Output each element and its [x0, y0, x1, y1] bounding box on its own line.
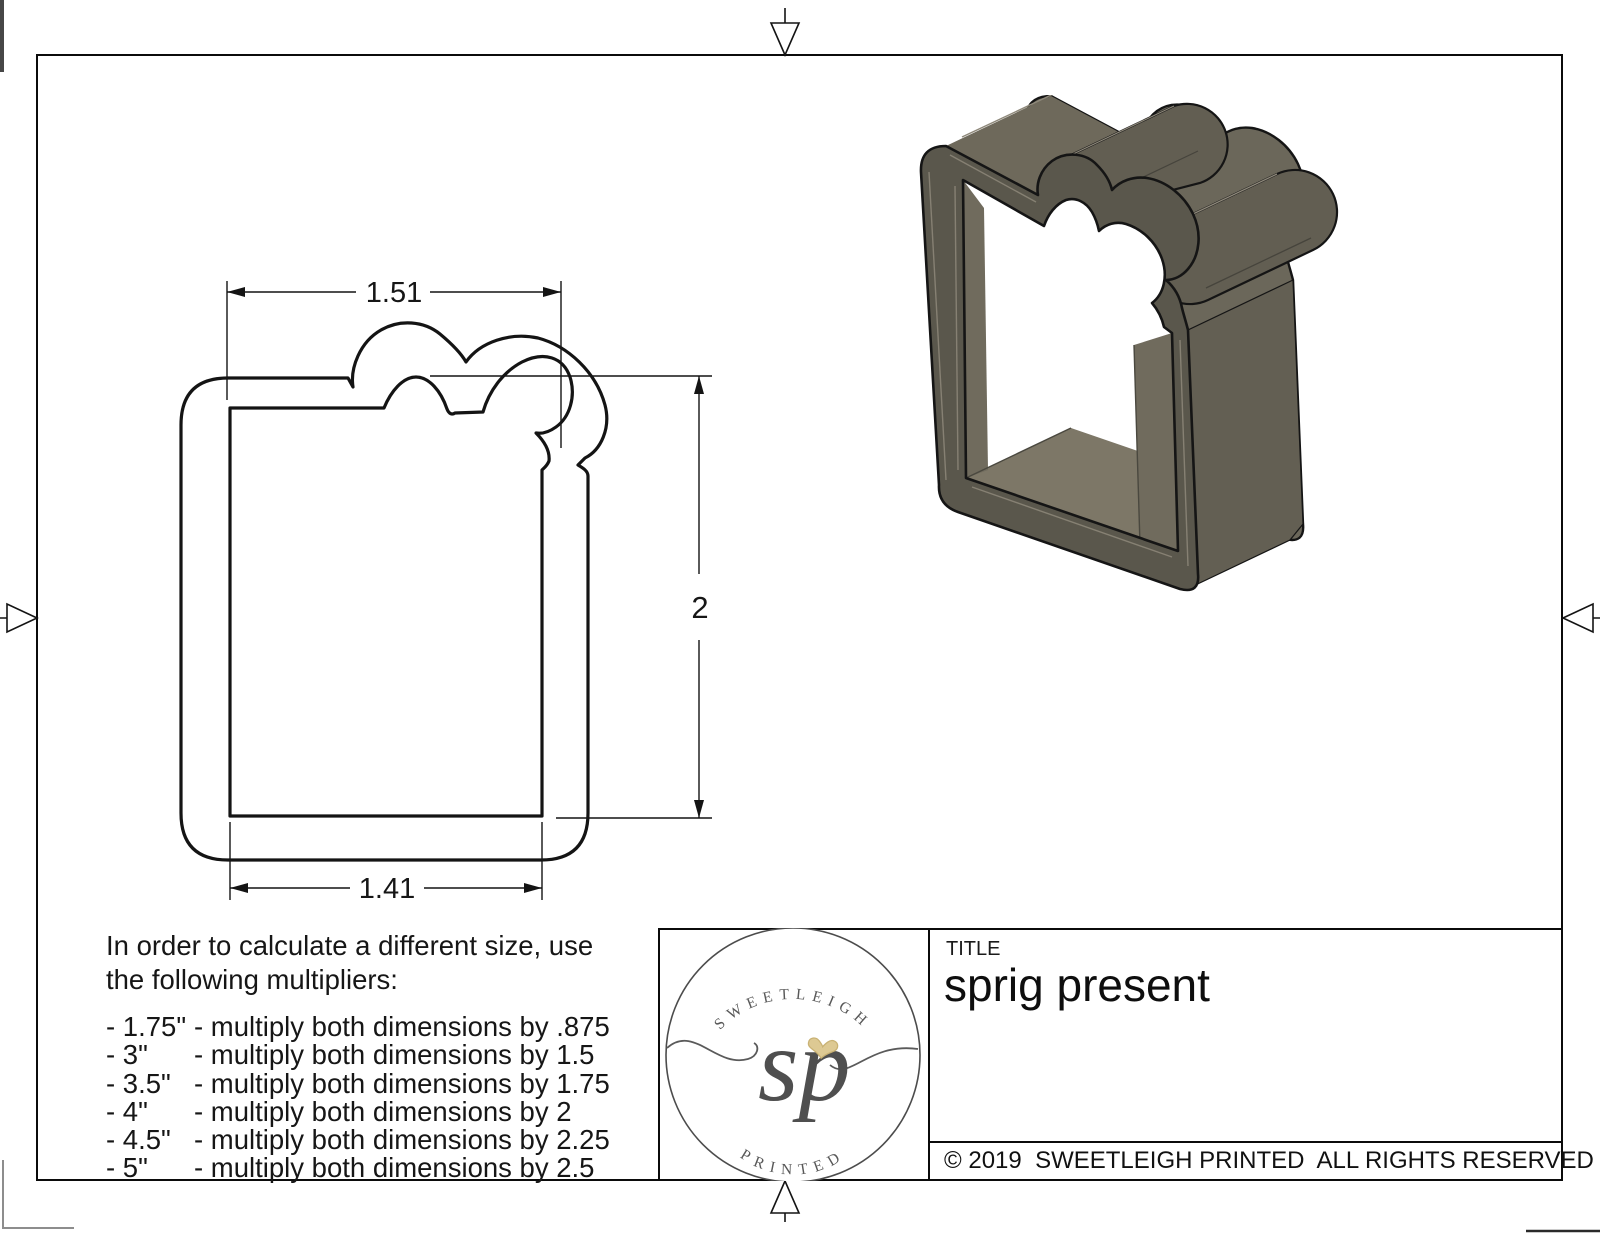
multiplier-row: - 1.75" - multiply both dimensions by .8…: [106, 1011, 610, 1042]
render-right-surface: [1184, 279, 1304, 591]
cutter-inner-profile: [228, 354, 574, 818]
screen-edge-artifact: [0, 0, 4, 72]
render-front-ring: [919, 144, 1200, 592]
render-top-surface: [946, 96, 1143, 195]
multiplier-rule: - multiply both dimensions by 1.5: [194, 1039, 595, 1071]
center-mark-bottom-triangle: [769, 1179, 801, 1214]
page-corner-bottom-left: [2, 1160, 74, 1229]
multiplier-rule: - multiply both dimensions by 2.25: [194, 1124, 610, 1156]
dim-width-bottom: 1.41: [359, 873, 415, 905]
logo-circle: [665, 928, 921, 1181]
drawing-2d: 1.51 2 1.41: [179, 277, 712, 905]
page-title: sprig present: [944, 959, 1210, 1011]
logo-heart-icon: [807, 1037, 839, 1060]
multiplier-rule: - multiply both dimensions by 2: [194, 1095, 572, 1127]
render-3d: [919, 95, 1339, 592]
center-mark-top-triangle: [769, 22, 801, 57]
logo-swashes: [666, 1040, 919, 1071]
dim-width-top: 1.51: [366, 277, 422, 309]
copyright-text: © 2019 SWEETLEIGH PRINTED ALL RIGHTS RES…: [944, 1147, 1594, 1174]
dim-height: 2: [691, 590, 708, 625]
sizing-notes: In order to calculate a different size, …: [106, 929, 610, 1183]
title-block: SWEETLEIGH PRINTED sp TITLE sprig presen…: [658, 928, 1594, 1181]
copyright-row: © 2019 SWEETLEIGH PRINTED ALL RIGHTS RES…: [930, 1141, 1594, 1179]
multiplier-rule: - multiply both dimensions by 1.75: [194, 1067, 610, 1099]
render-inner-floor: [966, 428, 1178, 551]
render-inner-left-wall: [963, 180, 988, 478]
multiplier-size: - 3": [106, 1039, 148, 1071]
dimension-lines: [226, 281, 712, 900]
logo-cell: SWEETLEIGH PRINTED sp: [660, 928, 930, 1181]
sweetleigh-logo: SWEETLEIGH PRINTED sp: [665, 928, 921, 1181]
multiplier-row: - 3" - multiply both dimensions by 1.5: [106, 1039, 610, 1071]
dimension-texts: 1.51 2 1.41: [359, 277, 709, 905]
multiplier-size: - 5": [106, 1152, 148, 1184]
multiplier-size: - 4.5": [106, 1124, 171, 1156]
title-cell: TITLE sprig present: [930, 930, 1561, 1141]
center-mark-left-triangle: [6, 602, 39, 634]
multiplier-row: - 3.5" - multiply both dimensions by 1.7…: [106, 1067, 610, 1099]
multiplier-size: - 4": [106, 1095, 148, 1127]
multiplier-size: - 1.75": [106, 1011, 187, 1042]
multiplier-size: - 3.5": [106, 1067, 171, 1099]
multiplier-rule: - multiply both dimensions by .875: [194, 1011, 610, 1042]
render-inner-right-wall: [1134, 333, 1178, 551]
multiplier-row: - 4" - multiply both dimensions by 2: [106, 1095, 610, 1127]
notes-intro-line2: the following multipliers:: [106, 964, 398, 995]
multiplier-row: - 4.5" - multiply both dimensions by 2.2…: [106, 1124, 610, 1156]
title-label: TITLE: [946, 938, 1001, 960]
multiplier-rule: - multiply both dimensions by 2.5: [194, 1152, 595, 1184]
notes-intro-line1: In order to calculate a different size, …: [106, 930, 594, 961]
multiplier-row: - 5" - multiply both dimensions by 2.5: [106, 1152, 610, 1184]
center-mark-right-triangle: [1561, 602, 1594, 634]
dimension-arrows: [227, 287, 704, 893]
logo-monogram: sp: [758, 1008, 850, 1123]
